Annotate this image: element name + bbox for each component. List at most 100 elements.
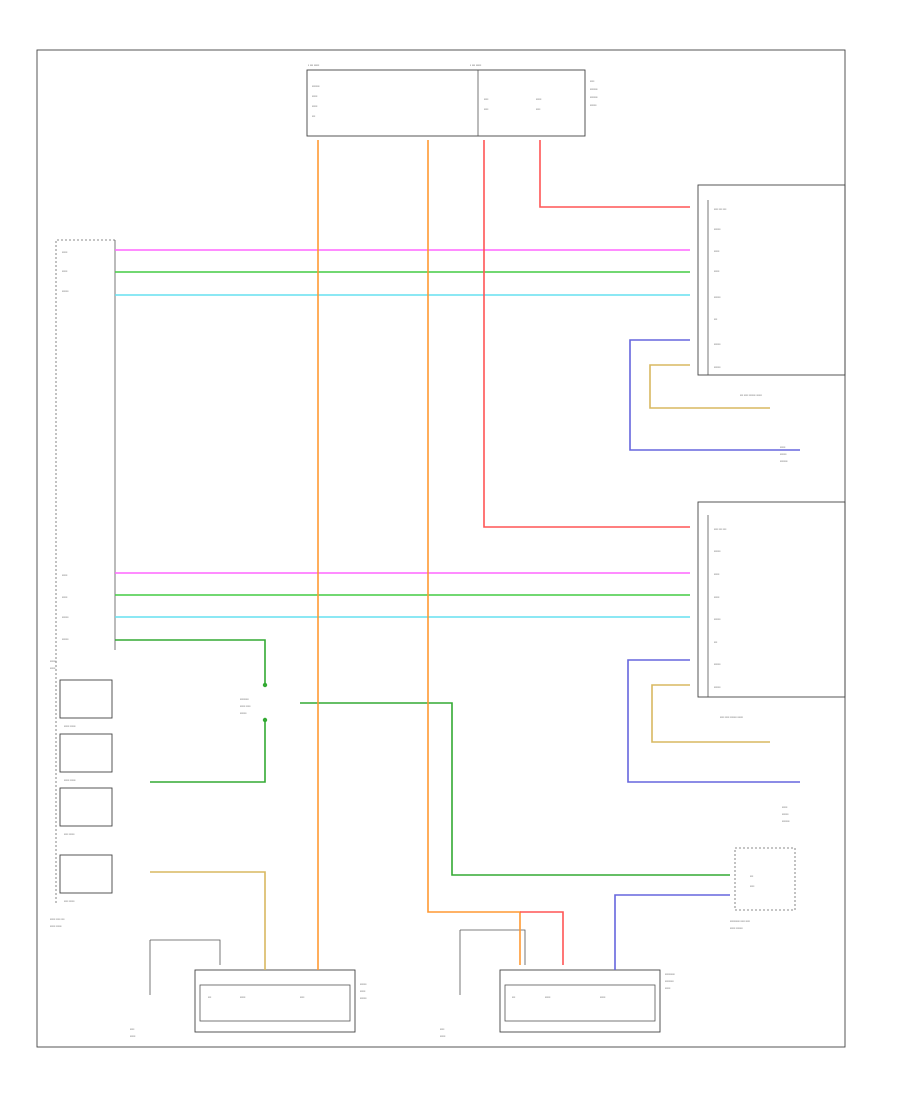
wire-blue-1 [629,339,800,451]
svg-text:▪▪▪▪▪▪▪: ▪▪▪▪▪▪▪ [780,459,787,463]
wires [115,140,800,970]
svg-text:▪▪▪▪▪ ▪▪▪▪: ▪▪▪▪▪ ▪▪▪▪ [240,704,250,708]
junction-arrow-bottom [262,717,268,723]
svg-text:▪▪▪▪▪▪: ▪▪▪▪▪▪ [590,103,596,107]
svg-text:▪▪▪▪: ▪▪▪▪ [536,107,540,111]
wire-tan-2 [651,684,770,743]
svg-text:▪▪▪▪▪ ▪▪▪▪▪: ▪▪▪▪▪ ▪▪▪▪▪ [64,778,75,782]
wire-red-1 [483,140,690,528]
svg-text:▪▪▪▪▪: ▪▪▪▪▪ [312,104,317,108]
svg-text:▪▪▪▪▪: ▪▪▪▪▪ [50,666,55,670]
right-rear-window-switch: ▪▪▪▪ ▪▪▪ ▪▪▪ ▪▪▪▪▪▪ ▪▪▪▪▪ ▪▪▪▪▪ ▪▪▪▪▪▪ ▪… [697,501,846,823]
svg-text:▪▪▪: ▪▪▪ [714,640,717,644]
driver-door-actuator: ▪▪▪ ▪▪▪▪▪ ▪▪▪▪ ▪▪▪▪▪▪ ▪▪▪▪▪ ▪▪▪▪▪▪ ▪▪▪▪ … [130,939,366,1038]
svg-text:▪▪▪▪▪: ▪▪▪▪▪ [665,986,670,990]
wire-tan-3 [150,871,266,970]
svg-text:▪▪▪: ▪▪▪ [208,995,211,999]
svg-text:▪▪▪▪▪▪: ▪▪▪▪▪▪ [240,711,246,715]
svg-text:▪▪▪▪ ▪▪▪ ▪▪▪: ▪▪▪▪ ▪▪▪ ▪▪▪ [714,527,726,531]
svg-text:▪▪▪▪▪▪▪▪▪: ▪▪▪▪▪▪▪▪▪ [665,972,675,976]
svg-text:▪▪▪▪▪ ▪▪▪▪▪: ▪▪▪▪▪ ▪▪▪▪▪ [50,924,61,928]
svg-text:▪▪▪▪▪: ▪▪▪▪▪ [240,995,245,999]
svg-text:▪▪▪▪▪: ▪▪▪▪▪ [714,572,719,576]
junction-arrow-top [262,682,268,688]
svg-text:▪▪▪▪▪: ▪▪▪▪▪ [714,249,719,253]
svg-text:▪▪▪▪▪▪: ▪▪▪▪▪▪ [62,637,68,641]
svg-text:▪▪▪▪: ▪▪▪▪ [590,79,594,83]
svg-text:▪▪▪▪▪: ▪▪▪▪▪ [714,269,719,273]
wire-red-3 [520,911,564,965]
svg-text:▪▪▪▪▪▪: ▪▪▪▪▪▪ [62,289,68,293]
wire-orange-2 [427,140,521,965]
svg-text:▪▪▪▪▪▪: ▪▪▪▪▪▪ [714,365,720,369]
svg-text:▪▪▪▪▪: ▪▪▪▪▪ [62,269,67,273]
junction-connector: ▪▪▪▪▪▪▪▪ ▪▪▪▪▪ ▪▪▪▪ ▪▪▪▪▪▪ [240,697,250,715]
svg-text:▪▪▪▪: ▪▪▪▪ [484,97,488,101]
passenger-door-actuator: ▪▪▪ ▪▪▪▪▪ ▪▪▪▪▪ ▪▪▪▪▪▪▪▪▪ ▪▪▪▪▪▪▪▪ ▪▪▪▪▪… [440,929,675,1038]
svg-text:▪▪▪▪▪▪▪: ▪▪▪▪▪▪▪ [782,819,789,823]
svg-text:▪▪▪▪▪: ▪▪▪▪▪ [714,595,719,599]
svg-text:▪▪▪▪ ▪▪▪▪ ▪▪▪▪▪▪ ▪▪▪▪▪: ▪▪▪▪ ▪▪▪▪ ▪▪▪▪▪▪ ▪▪▪▪▪ [720,715,743,719]
passenger-door-lock-switch: ▪▪▪ ▪▪▪▪ ▪▪▪▪▪▪▪▪▪ ▪▪▪▪ ▪▪▪▪ ▪▪▪▪▪ ▪▪▪▪▪… [730,847,796,930]
svg-text:▪▪▪▪▪▪: ▪▪▪▪▪▪ [714,685,720,689]
svg-text:▪▪▪▪▪: ▪▪▪▪▪ [440,1034,445,1038]
fuse-block: ▪ ▪▪▪ ▪▪▪▪▪ ▪ ▪▪▪ ▪▪▪▪▪ ▪▪▪▪▪▪▪ ▪▪▪▪▪ ▪▪… [306,63,597,137]
svg-text:▪▪▪▪▪: ▪▪▪▪▪ [62,250,67,254]
wire-red-2 [539,140,690,208]
svg-text:▪▪▪▪▪▪: ▪▪▪▪▪▪ [780,452,786,456]
svg-text:▪▪▪▪▪: ▪▪▪▪▪ [780,445,785,449]
svg-text:▪▪▪▪▪▪▪: ▪▪▪▪▪▪▪ [590,95,597,99]
svg-text:▪▪▪▪: ▪▪▪▪ [300,995,304,999]
svg-text:▪▪▪▪▪▪: ▪▪▪▪▪▪ [714,617,720,621]
svg-text:▪▪▪▪▪▪: ▪▪▪▪▪▪ [360,996,366,1000]
svg-text:▪▪▪▪▪▪: ▪▪▪▪▪▪ [782,812,788,816]
svg-text:▪▪▪▪▪: ▪▪▪▪▪ [62,595,67,599]
wire-green-door-lock [300,702,730,876]
svg-text:▪▪▪: ▪▪▪ [312,114,315,118]
svg-text:▪▪▪▪: ▪▪▪▪ [440,1027,444,1031]
svg-text:▪▪▪▪: ▪▪▪▪ [484,107,488,111]
diagram-frame [36,49,846,1048]
svg-text:▪▪▪▪▪▪: ▪▪▪▪▪▪ [714,662,720,666]
svg-text:▪▪▪▪▪: ▪▪▪▪▪ [782,805,787,809]
svg-text:▪ ▪▪▪ ▪▪▪▪▪: ▪ ▪▪▪ ▪▪▪▪▪ [308,63,319,67]
wire-blue-2 [627,659,800,783]
svg-text:▪▪▪▪ ▪▪▪ ▪▪▪: ▪▪▪▪ ▪▪▪ ▪▪▪ [714,207,726,211]
svg-text:▪▪▪▪▪: ▪▪▪▪▪ [130,1034,135,1038]
svg-text:▪▪▪▪▪▪▪▪: ▪▪▪▪▪▪▪▪ [240,697,249,701]
wire-green-junction-bottom [150,720,266,783]
svg-text:▪▪▪: ▪▪▪ [750,874,753,878]
svg-text:▪▪▪▪▪ ▪▪▪▪ ▪▪▪: ▪▪▪▪▪ ▪▪▪▪ ▪▪▪ [50,917,64,921]
svg-text:▪▪▪▪▪: ▪▪▪▪▪ [545,995,550,999]
wire-tan-1 [649,364,770,409]
svg-text:▪▪▪▪▪▪: ▪▪▪▪▪▪ [360,982,366,986]
svg-text:▪▪▪▪ ▪▪▪▪▪: ▪▪▪▪ ▪▪▪▪▪ [64,899,74,903]
svg-text:▪▪▪▪: ▪▪▪▪ [130,1027,134,1031]
svg-text:▪▪▪▪▪▪: ▪▪▪▪▪▪ [50,659,56,663]
svg-text:▪▪▪▪▪: ▪▪▪▪▪ [360,989,365,993]
left-rear-window-switch: ▪▪▪▪ ▪▪▪ ▪▪▪ ▪▪▪▪▪▪ ▪▪▪▪▪ ▪▪▪▪▪ ▪▪▪▪▪▪ ▪… [697,184,846,463]
svg-text:▪▪▪▪▪: ▪▪▪▪▪ [312,94,317,98]
svg-text:▪▪▪▪▪▪: ▪▪▪▪▪▪ [62,615,68,619]
wire-blue-3 [614,894,730,970]
svg-text:▪▪▪▪▪▪▪▪▪ ▪▪▪▪ ▪▪▪▪: ▪▪▪▪▪▪▪▪▪ ▪▪▪▪ ▪▪▪▪ [730,919,750,923]
svg-text:▪▪▪▪▪: ▪▪▪▪▪ [600,995,605,999]
svg-text:▪▪▪▪▪▪: ▪▪▪▪▪▪ [714,342,720,346]
svg-text:▪▪▪: ▪▪▪ [512,995,515,999]
svg-text:▪▪▪ ▪▪▪▪ ▪▪▪▪▪▪ ▪▪▪▪▪: ▪▪▪ ▪▪▪▪ ▪▪▪▪▪▪ ▪▪▪▪▪ [740,393,762,397]
svg-text:▪▪▪▪ ▪▪▪▪▪: ▪▪▪▪ ▪▪▪▪▪ [64,832,74,836]
svg-text:▪▪▪▪▪: ▪▪▪▪▪ [62,573,67,577]
svg-text:▪▪▪▪▪▪▪: ▪▪▪▪▪▪▪ [312,84,319,88]
svg-text:▪▪▪▪▪: ▪▪▪▪▪ [536,97,541,101]
svg-text:▪▪▪▪▪ ▪▪▪▪▪: ▪▪▪▪▪ ▪▪▪▪▪ [64,724,75,728]
svg-text:▪▪▪▪▪▪▪▪: ▪▪▪▪▪▪▪▪ [665,979,674,983]
svg-text:▪▪▪: ▪▪▪ [714,317,717,321]
wire-green-junction-top [115,639,266,685]
svg-text:▪▪▪▪▪ ▪▪▪▪▪▪: ▪▪▪▪▪ ▪▪▪▪▪▪ [730,926,743,930]
left-control-module: ▪▪▪▪▪ ▪▪▪▪▪ ▪▪▪▪▪▪ ▪▪▪▪▪ ▪▪▪▪▪ ▪▪▪▪▪▪ ▪▪… [50,239,116,928]
svg-text:▪▪▪▪▪▪▪: ▪▪▪▪▪▪▪ [590,87,597,91]
svg-text:▪▪▪▪: ▪▪▪▪ [750,884,754,888]
svg-text:▪ ▪▪▪ ▪▪▪▪▪: ▪ ▪▪▪ ▪▪▪▪▪ [470,63,481,67]
svg-text:▪▪▪▪▪▪: ▪▪▪▪▪▪ [714,227,720,231]
